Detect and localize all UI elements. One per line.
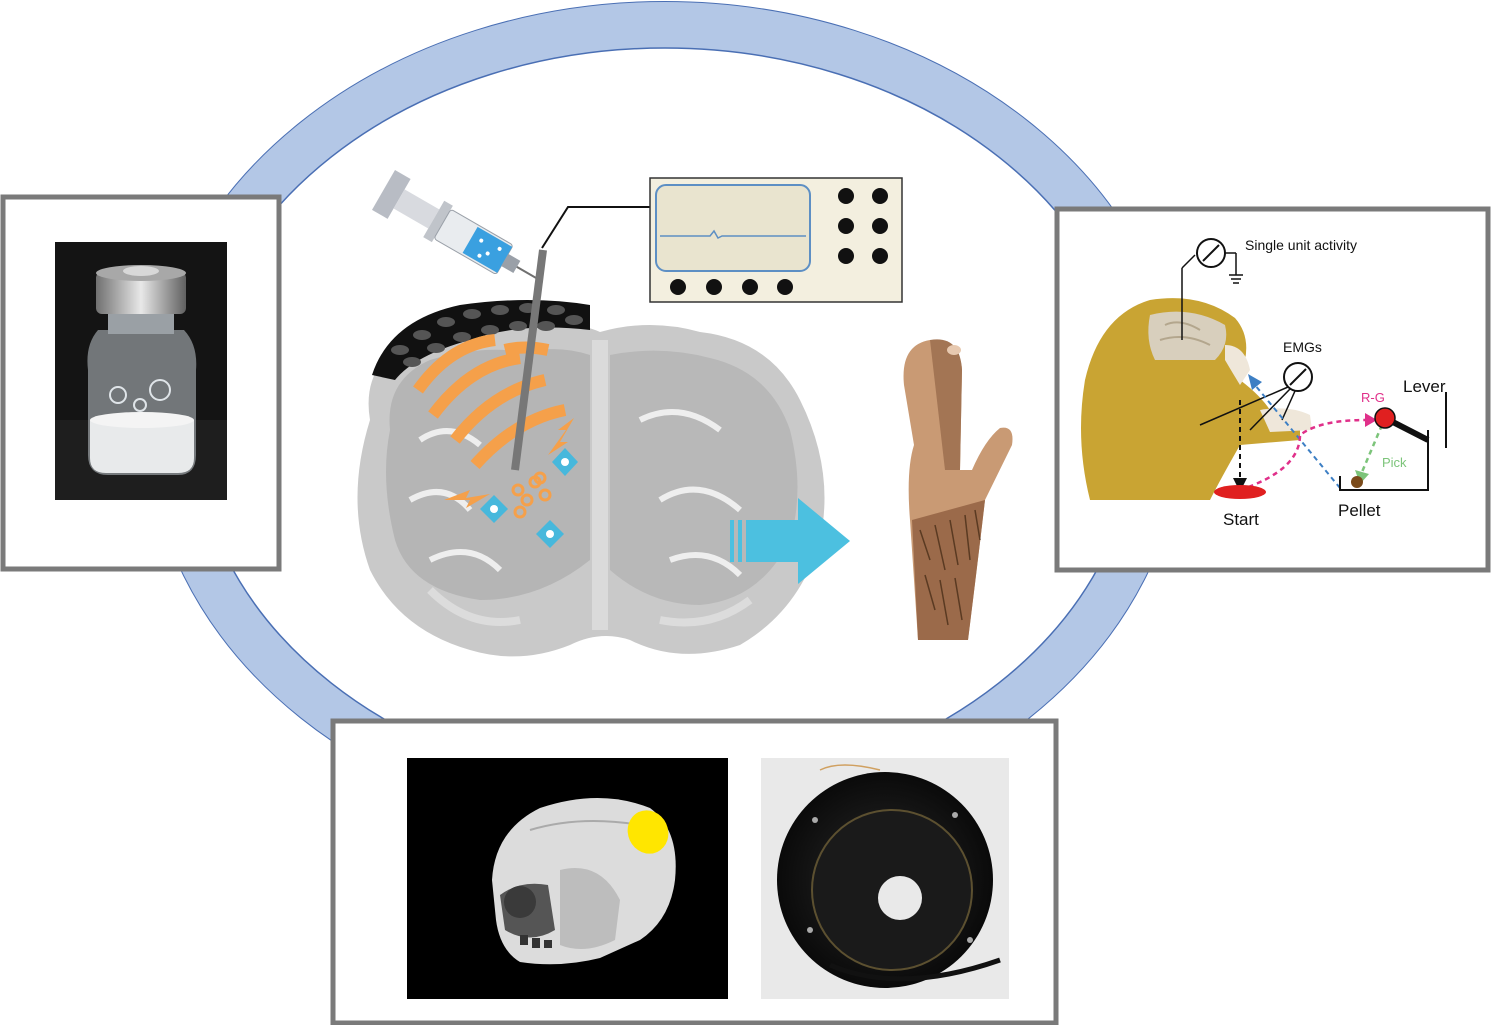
skull-icon: [407, 758, 728, 999]
vial-panel: [0, 194, 282, 572]
monkey-icon: [1081, 298, 1312, 500]
oscilloscope-icon: [649, 177, 903, 303]
implant-panel: [330, 718, 1059, 1025]
start-label: Start: [1223, 510, 1259, 529]
vial-icon: [55, 242, 227, 500]
lever-icon: [1374, 407, 1396, 429]
lightning-icons: [444, 418, 574, 508]
start-button-icon: [1214, 485, 1266, 499]
single-unit-activity-label: Single unit activity: [1245, 237, 1357, 253]
implant-site-marker: [627, 810, 669, 854]
r-g-label: R-G: [1361, 390, 1385, 405]
stimulation-waves: [413, 334, 567, 470]
cell-cluster: [480, 448, 578, 548]
task-panel: Single unit activity EMGs Lever R-G Pick…: [1054, 206, 1491, 573]
pellet-icon: [1351, 476, 1363, 488]
electrode-shaft: [511, 249, 547, 471]
cyan-arrow-icon: [730, 498, 850, 584]
emgs-label: EMGs: [1283, 339, 1322, 355]
lever-label: Lever: [1403, 377, 1446, 396]
pick-label: Pick: [1382, 455, 1407, 470]
pellet-label: Pellet: [1338, 501, 1381, 520]
hand-icon: [903, 339, 1013, 640]
syringe-icon: [372, 170, 539, 280]
implant-icon: [761, 758, 1009, 999]
